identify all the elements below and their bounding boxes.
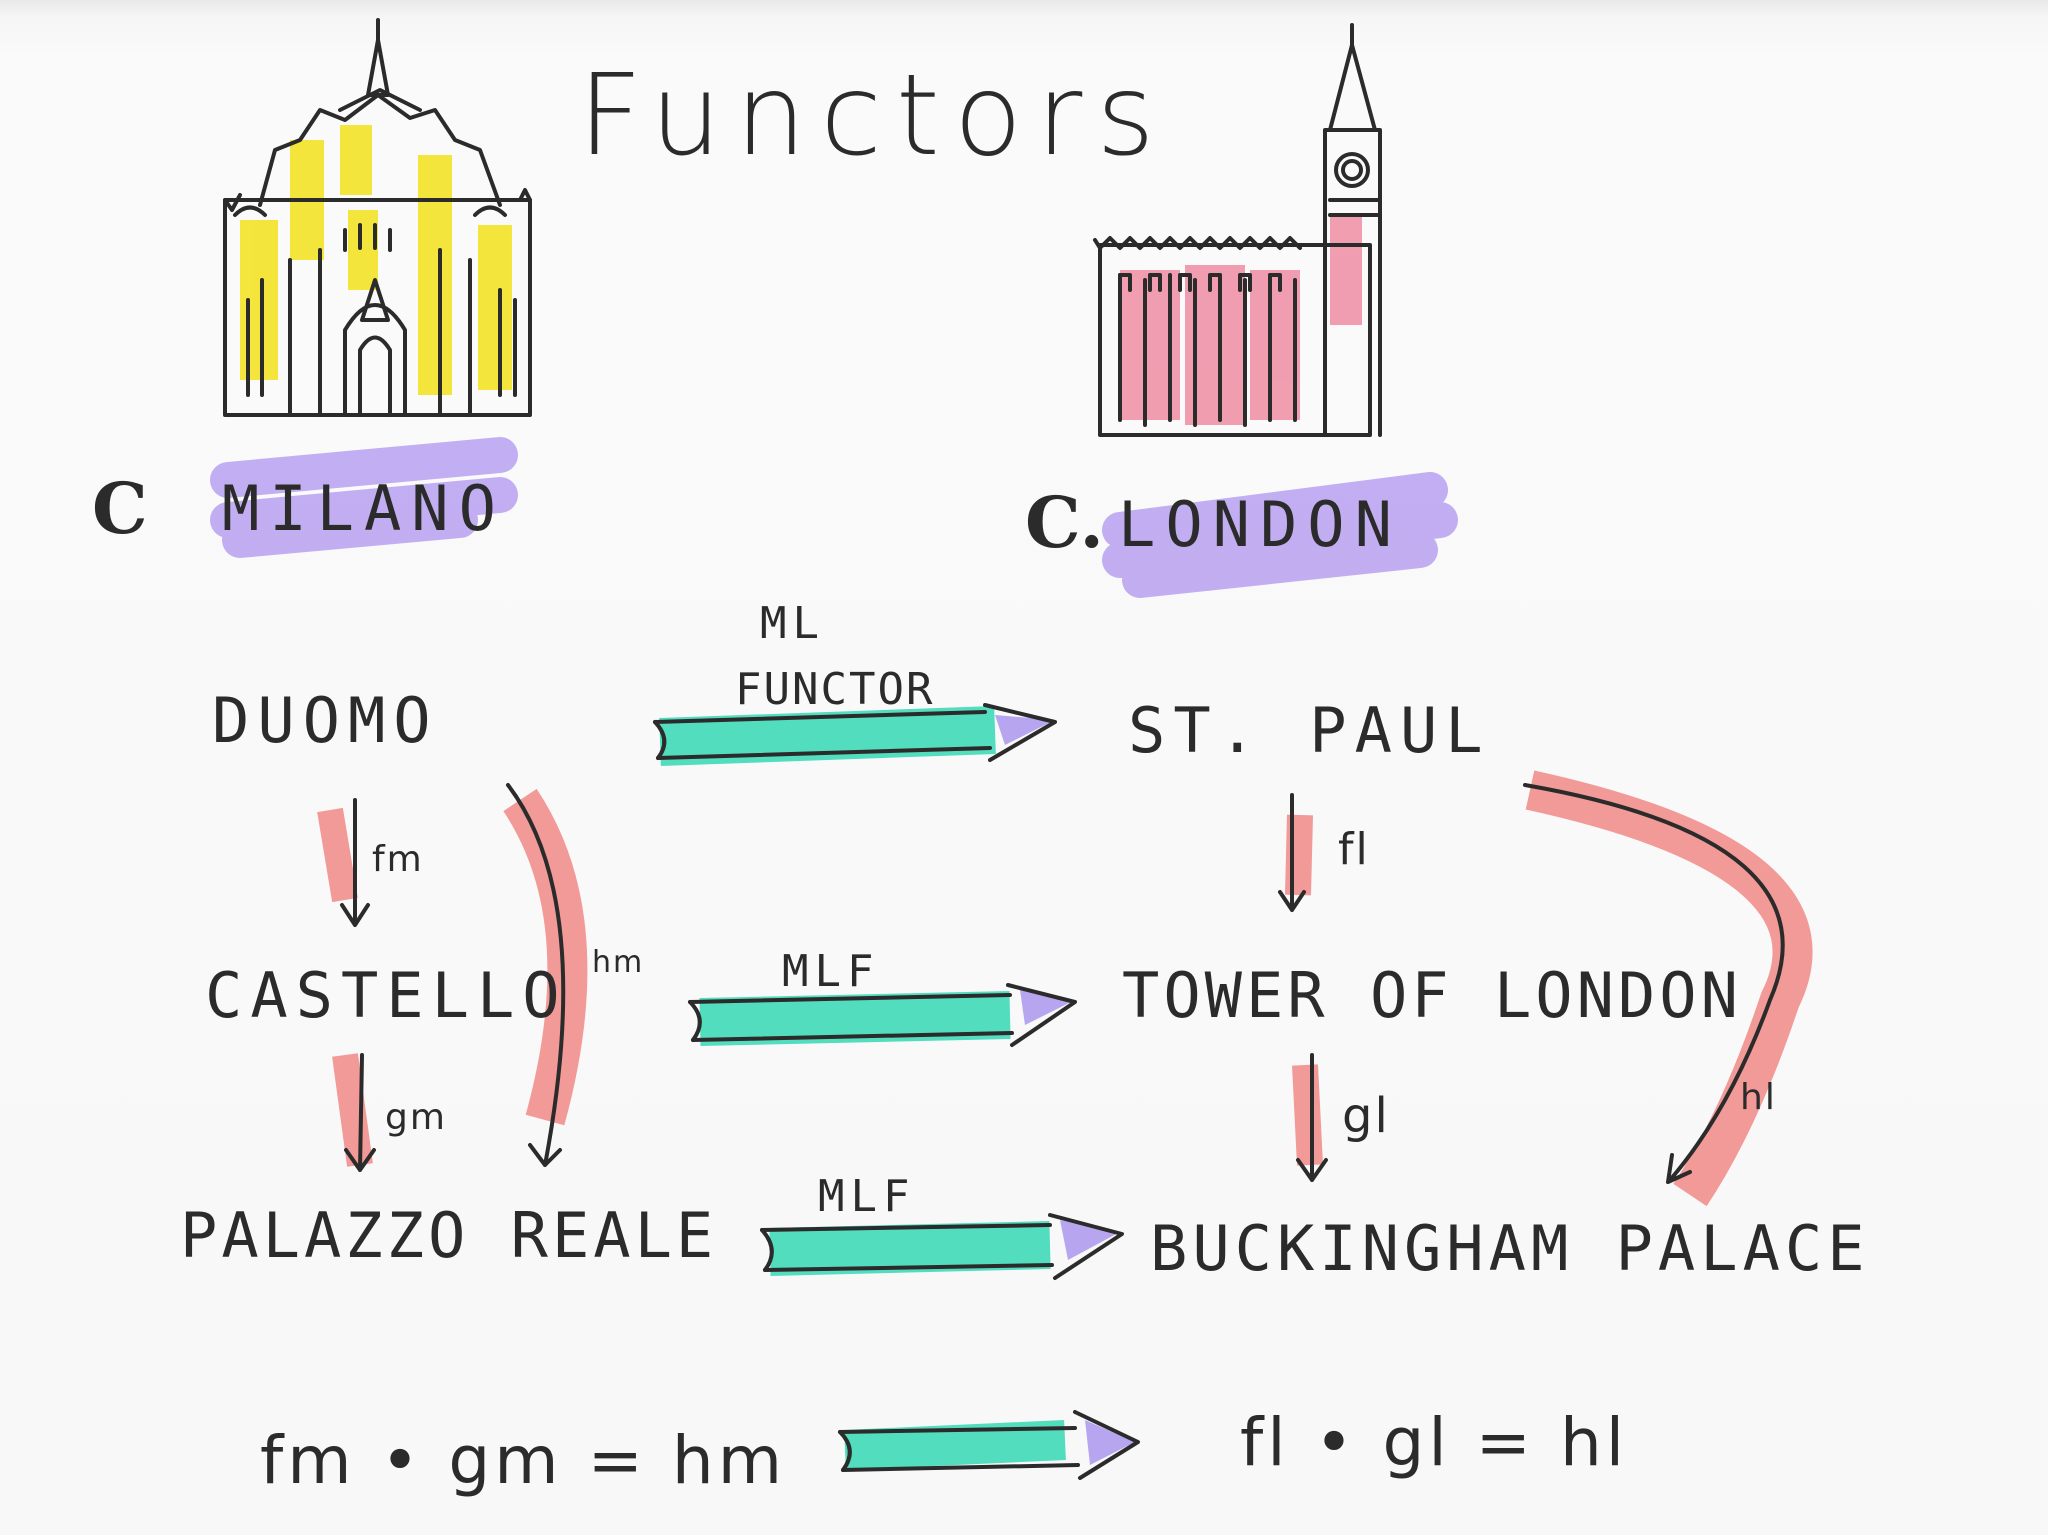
morphism-label-fm: fm xyxy=(372,839,424,880)
object-palazzo-reale: PALAZZO REALE xyxy=(180,1199,718,1272)
functor-arrow-top xyxy=(653,703,1057,766)
morphism-label-hm: hm xyxy=(592,945,645,980)
london-category-name: LONDON xyxy=(1118,488,1402,561)
morphism-fl xyxy=(1278,793,1313,912)
morphism-label-hl: hl xyxy=(1740,1077,1777,1118)
morphism-label-gm: gm xyxy=(385,1097,447,1138)
morphism-label-fl: fl xyxy=(1338,824,1370,875)
functor-arrow-bottom xyxy=(760,1213,1124,1280)
westminster-sketch xyxy=(1093,23,1382,437)
functor-label-mlf-middle: MLF xyxy=(782,946,880,997)
functor-arrow-composition xyxy=(838,1410,1140,1480)
morphism-hm xyxy=(503,783,588,1167)
object-castello: CASTELLO xyxy=(205,959,568,1032)
object-st-paul: ST. PAUL xyxy=(1128,694,1491,767)
london-highlight xyxy=(1102,472,1458,598)
functor-label-ml: ML xyxy=(760,598,825,649)
functor-arrow-middle xyxy=(688,983,1077,1047)
composition-milano: fm • gm = hm xyxy=(260,1422,786,1499)
morphism-label-gl: gl xyxy=(1342,1088,1390,1144)
composition-london: fl • gl = hl xyxy=(1240,1404,1629,1481)
page-title: Functors xyxy=(578,51,1169,181)
morphism-hl xyxy=(1523,770,1813,1207)
milano-highlight xyxy=(210,437,518,558)
functor-label-functor: FUNCTOR xyxy=(735,664,935,715)
morphism-gm xyxy=(332,1053,376,1172)
london-category-symbol: C. xyxy=(1025,481,1104,564)
morphism-gl xyxy=(1292,1053,1328,1182)
milano-category-name: MILANO xyxy=(222,472,506,545)
milano-category-symbol: C xyxy=(92,467,148,550)
object-buckingham-palace: BUCKINGHAM PALACE xyxy=(1150,1212,1870,1285)
functor-label-mlf-bottom: MLF xyxy=(818,1171,916,1222)
object-duomo: DUOMO xyxy=(212,684,439,757)
duomo-sketch xyxy=(223,18,532,417)
object-tower-of-london: TOWER OF LONDON xyxy=(1122,959,1742,1032)
morphism-fm xyxy=(317,798,370,927)
